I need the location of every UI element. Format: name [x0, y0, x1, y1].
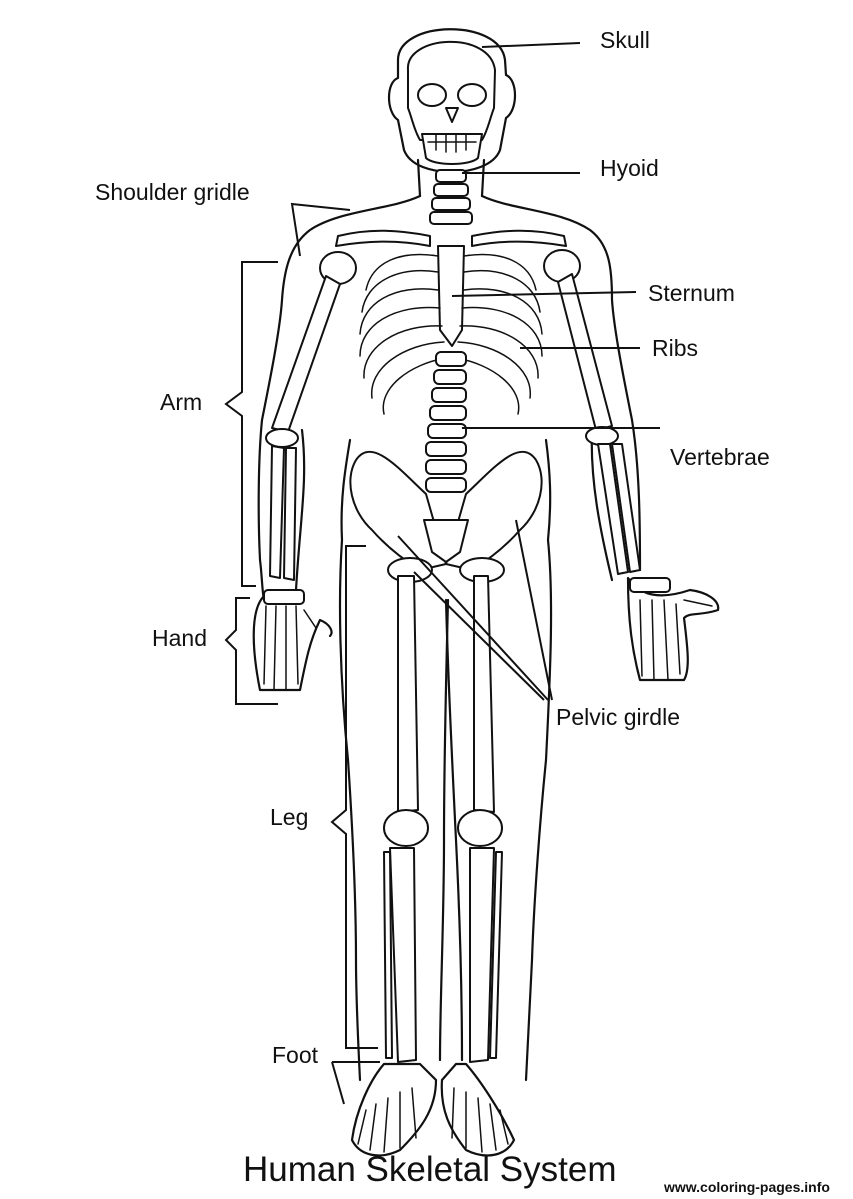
leg-label: Leg	[270, 804, 308, 830]
spine	[425, 351, 467, 493]
label-foot: Foot	[272, 1042, 380, 1105]
label-hand: Hand	[152, 597, 278, 705]
hand-label: Hand	[152, 625, 207, 651]
leg-bones	[383, 575, 503, 1063]
label-pelvic-girdle: Pelvic girdle	[397, 519, 680, 730]
diagram-title: Human Skeletal System	[243, 1150, 616, 1189]
arm-label: Arm	[160, 389, 202, 415]
label-hyoid: Hyoid	[462, 155, 659, 181]
rib-cage	[359, 245, 543, 415]
label-shoulder-gridle: Shoulder gridle	[95, 179, 351, 257]
shoulder-gridle-label: Shoulder gridle	[95, 179, 250, 205]
arm-bones	[265, 273, 641, 581]
label-skull: Skull	[481, 27, 650, 53]
label-ribs: Ribs	[520, 335, 698, 361]
label-arm: Arm	[160, 261, 278, 587]
watermark: www.coloring-pages.info	[663, 1179, 830, 1195]
foot-bones	[350, 1062, 516, 1157]
skull	[406, 40, 496, 165]
label-leg: Leg	[270, 545, 378, 1049]
ribs-label: Ribs	[652, 335, 698, 361]
body-outline	[257, 28, 642, 1082]
hyoid-label: Hyoid	[600, 155, 659, 181]
skull-label: Skull	[600, 27, 650, 53]
pelvic-girdle-label: Pelvic girdle	[556, 704, 680, 730]
shoulder-girdle	[319, 229, 581, 285]
hand-bones	[252, 576, 720, 692]
cervical-spine	[429, 169, 473, 225]
sternum-label: Sternum	[648, 280, 735, 306]
label-sternum: Sternum	[451, 280, 735, 306]
label-vertebrae: Vertebrae	[462, 427, 770, 470]
vertebrae-label: Vertebrae	[670, 444, 770, 470]
foot-label: Foot	[272, 1042, 319, 1068]
